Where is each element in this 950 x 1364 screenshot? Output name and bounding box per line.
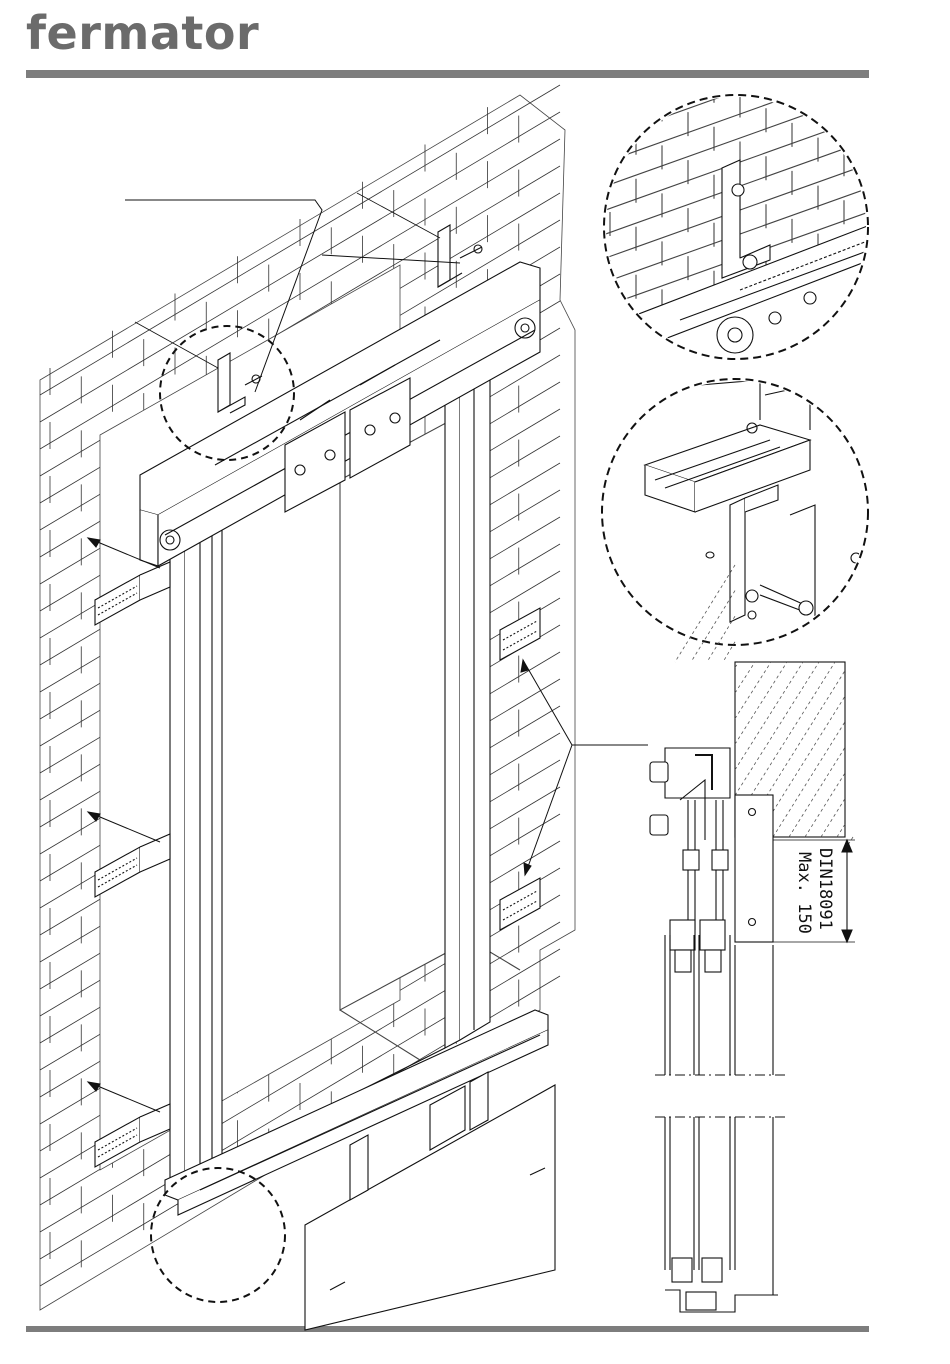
dimension-max: Max. 150 (794, 852, 814, 934)
dimension-label: DIN18091 Max. 150 (794, 848, 835, 934)
wall-recess (340, 410, 520, 1060)
dimension-standard: DIN18091 (815, 848, 835, 930)
side-brackets-right (500, 608, 540, 930)
detail-view-top-bracket (600, 40, 880, 360)
detail-view-sill-bracket (602, 379, 868, 645)
section-view (650, 565, 855, 1312)
